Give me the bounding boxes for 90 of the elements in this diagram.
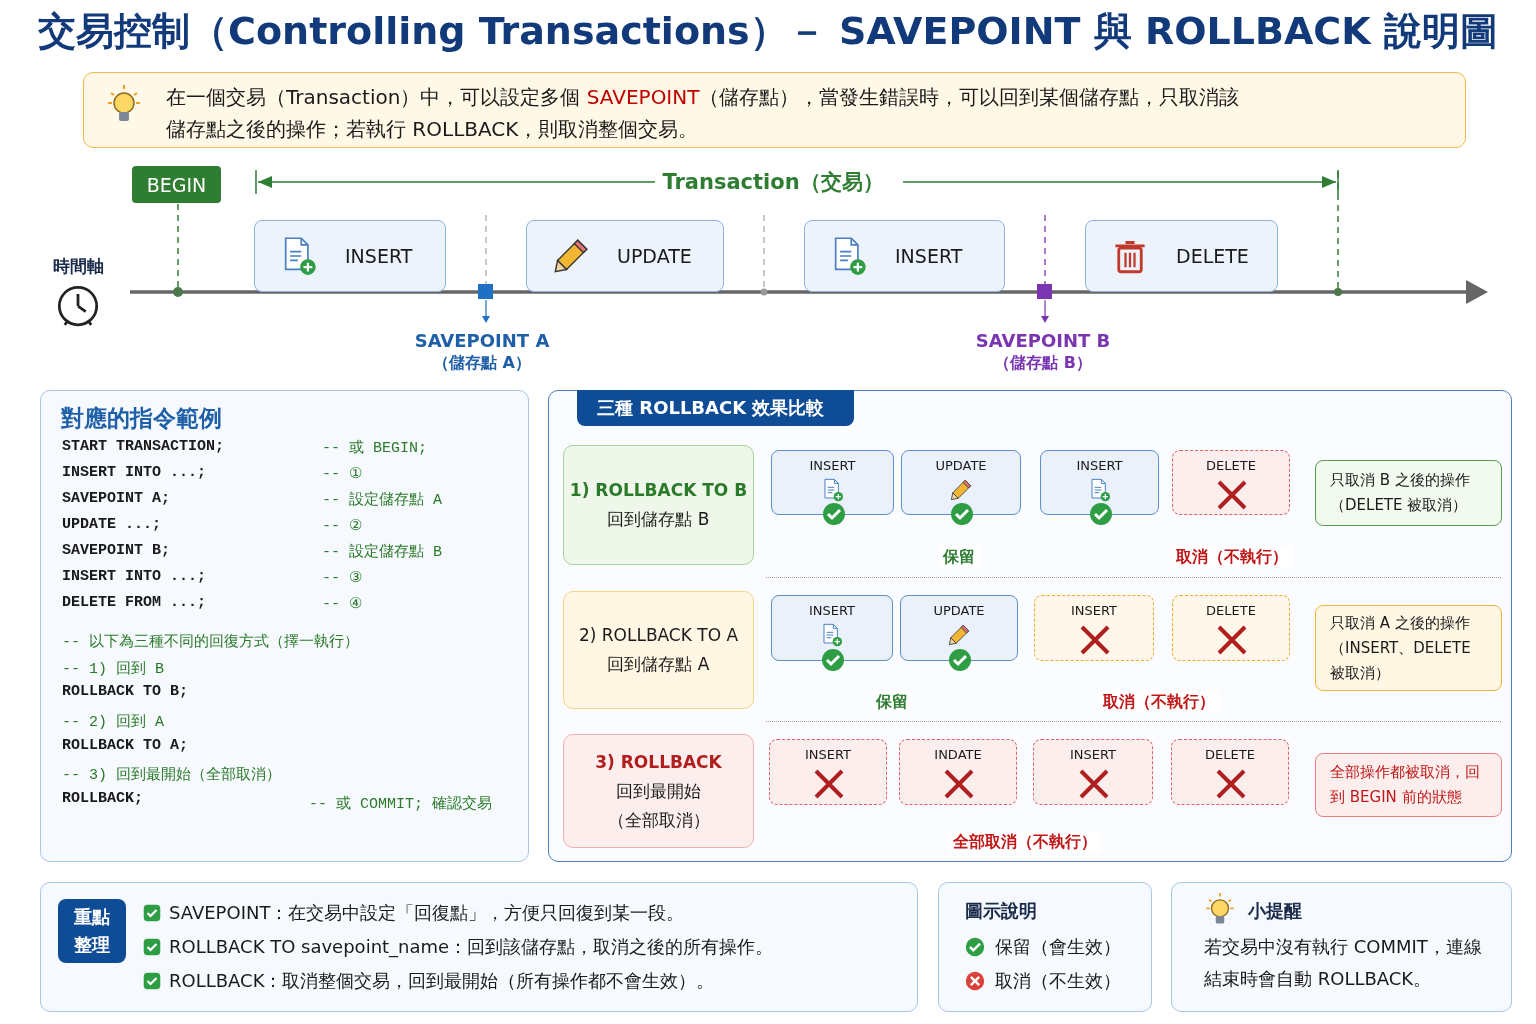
summary-panel [40, 882, 918, 1012]
code-line: UPDATE ...; [62, 516, 162, 533]
code-comment: -- 或 BEGIN; [322, 438, 427, 457]
code-line: INSERT INTO ...; [62, 568, 207, 585]
summary-item: ROLLBACK TO savepoint_name：回到該儲存點，取消之後的所有操作。 [169, 935, 774, 959]
operation-label: INSERT [895, 245, 963, 267]
code-comment: -- 1) 回到 B [62, 660, 164, 678]
bracket-label: 取消（不執行） [1172, 546, 1292, 568]
operation-box [254, 220, 446, 292]
case-title: 1) ROLLBACK TO B [569, 479, 748, 502]
operation-label: INSERT [808, 458, 857, 473]
cancelled-operation-box [1172, 450, 1290, 515]
code-comment: -- ③ [322, 569, 362, 587]
code-line: SAVEPOINT A; [62, 490, 171, 507]
operation-box [804, 220, 1005, 292]
note-box [83, 72, 1466, 148]
code-comment: -- ① [322, 465, 362, 483]
result-note [1315, 605, 1502, 691]
case-description: 回到儲存點 A [607, 653, 710, 676]
operation-label: INSERT [345, 245, 413, 267]
cancelled-operation-box [1034, 595, 1154, 661]
tip-heading: 小提醒 [1248, 899, 1302, 923]
result-note [1315, 460, 1502, 526]
tip-text: 若交易中沒有執行 COMMIT，連線結束時會自動 ROLLBACK。 [1204, 935, 1483, 991]
begin-tag: BEGIN [132, 166, 221, 203]
section-header: 三種 ROLLBACK 效果比較 [577, 390, 854, 426]
cancelled-operation-box [899, 739, 1017, 805]
case-title: 2) ROLLBACK TO A [578, 624, 739, 647]
summary-item: SAVEPOINT：在交易中設定「回復點」，方便只回復到某一段。 [169, 901, 685, 925]
code-comment: -- 或 COMMIT; 確認交易 [309, 794, 493, 813]
case-description: （全部取消） [607, 808, 710, 832]
bracket-label: 保留 [939, 546, 979, 568]
operation-label: DELETE [1176, 245, 1249, 267]
legend-heading: 圖示說明 [965, 899, 1037, 923]
code-line: ROLLBACK TO A; [62, 737, 189, 754]
cancelled-operation-box [769, 739, 887, 805]
code-line: SAVEPOINT B; [62, 542, 171, 559]
summary-badge: 重點整理 [58, 899, 126, 963]
code-comment: -- 3) 回到最開始（全部取消） [62, 765, 281, 784]
case-description: 回到最開始 [616, 779, 701, 803]
operation-label: INSERT [803, 747, 853, 762]
code-comment: -- 設定儲存點 B [322, 542, 442, 561]
code-line: INSERT INTO ...; [62, 464, 207, 481]
operation-box [1085, 220, 1278, 292]
summary-item: ROLLBACK：取消整個交易，回到最開始（所有操作都不會生效）。 [169, 969, 715, 993]
operation-label: INDATE [933, 747, 983, 762]
operation-label: INSERT [1068, 747, 1118, 762]
code-comment: -- ② [322, 517, 362, 535]
case-description: 回到儲存點 B [607, 508, 710, 531]
operation-label: INSERT [1075, 458, 1124, 473]
code-comment: -- 2) 回到 A [62, 713, 164, 731]
case-box [563, 591, 754, 709]
tip-panel [1171, 882, 1512, 1012]
code-comment: -- 以下為三種不同的回復方式（擇一執行） [62, 632, 359, 651]
cancelled-operation-box [1033, 739, 1153, 805]
title: 交易控制（Controlling Transactions）－ SAVEPOINT 與 ROLLBACK 說明圖 [37, 8, 1499, 55]
code-line: ROLLBACK TO B; [62, 683, 189, 700]
result-text: 只取消 A 之後的操作（INSERT、DELETE 被取消） [1330, 612, 1472, 684]
operation-label: UPDATE [934, 458, 988, 473]
cancelled-operation-box [1171, 739, 1289, 805]
cancelled-operation-box [1172, 595, 1290, 661]
bracket-label: 全部取消（不執行） [949, 831, 1101, 853]
code-line: ROLLBACK; [62, 790, 143, 807]
operation-label: UPDATE [617, 245, 692, 267]
comparison-panel [548, 390, 1512, 862]
legend-panel [938, 882, 1152, 1012]
result-text: 只取消 B 之後的操作（DELETE 被取消） [1330, 470, 1471, 516]
code-line: START TRANSACTION; [62, 438, 225, 455]
operation-label: DELETE [1205, 603, 1257, 618]
code-comment: -- ④ [322, 595, 362, 613]
result-note [1315, 753, 1502, 817]
bracket-label: 取消（不執行） [1099, 691, 1219, 713]
case-box [563, 734, 754, 848]
code-line: DELETE FROM ...; [62, 594, 207, 611]
result-text: 全部操作都被取消，回到 BEGIN 前的狀態 [1330, 762, 1481, 808]
operation-label: INSERT [1069, 603, 1119, 618]
intro-text: 在一個交易（Transaction）中，可以設定多個 SAVEPOINT（儲存點），當發生錯誤時，可以回到某個儲存點，只取消該儲存點之後的操作；若執行 ROLLBACK，則取消整個交易。 [166, 84, 1241, 143]
operation-label: INSERT [807, 603, 857, 618]
code-comment: -- 設定儲存點 A [322, 490, 442, 509]
operation-box [526, 220, 724, 292]
legend-text: 取消（不生效） [995, 969, 1121, 993]
bracket-label: 保留 [872, 691, 912, 713]
operation-label: DELETE [1204, 747, 1256, 762]
case-box [563, 445, 754, 565]
panel-heading: 對應的指令範例 [61, 404, 222, 433]
code-panel [40, 390, 529, 862]
operation-label: DELETE [1205, 458, 1257, 473]
operation-label: UPDATE [932, 603, 986, 618]
legend-text: 保留（會生效） [995, 935, 1121, 959]
case-title: 3) ROLLBACK [595, 750, 722, 774]
